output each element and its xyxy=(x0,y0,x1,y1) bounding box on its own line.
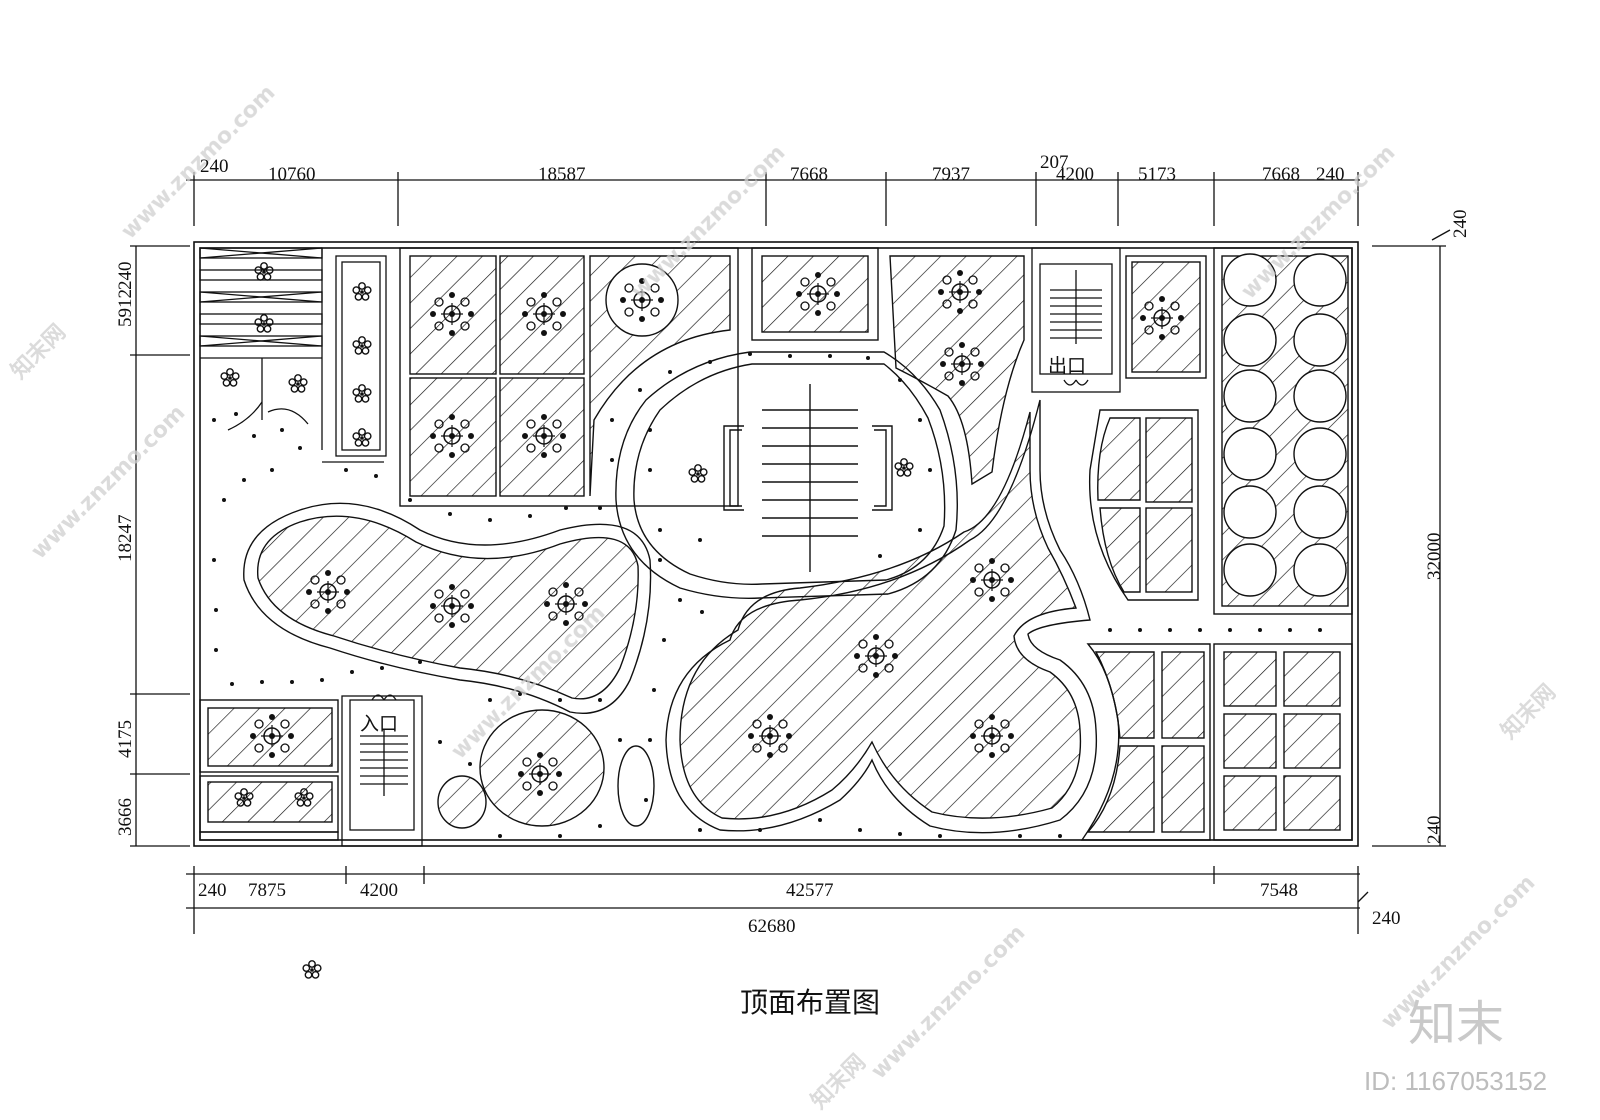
downlight-dots xyxy=(212,352,1322,838)
dim-left-4: 3666 xyxy=(115,798,136,836)
dim-top-0: 240 xyxy=(200,156,229,177)
dim-top-8: 7668 xyxy=(1262,164,1300,185)
watermark-text-6: www.znzmo.com xyxy=(867,920,1031,1084)
bottom-dimension-labels: 240 7875 4200 42577 7548 62680 240 xyxy=(198,880,1401,937)
right-dimension-labels: 240 32000 240 xyxy=(1424,210,1471,845)
entrance-stair xyxy=(341,694,423,847)
watermark-text-1: www.znzmo.com xyxy=(117,80,281,244)
exit-stair xyxy=(1031,247,1121,393)
central-hatched-ceiling xyxy=(665,399,1098,834)
dim-bottom-1: 7875 xyxy=(248,880,286,901)
drawing-title: 顶面布置图 xyxy=(740,986,880,1019)
dim-right-2: 240 xyxy=(1424,816,1445,845)
dim-top-6: 4200 xyxy=(1056,164,1094,185)
watermark-id: ID: 1167053152 xyxy=(1364,1066,1547,1096)
window-grid-panel-lower xyxy=(1080,643,1353,841)
watermark-brand-2: 知末网 xyxy=(1496,679,1561,744)
dim-top-3: 7668 xyxy=(790,164,828,185)
storage-strips xyxy=(199,247,387,463)
dim-top-2: 18587 xyxy=(538,164,586,185)
dim-top-5: 207 xyxy=(1040,152,1069,173)
dim-right-0: 240 xyxy=(1450,210,1471,239)
dim-corner-bottom-right: 240 xyxy=(1372,908,1401,929)
watermark-brand-3: 知末网 xyxy=(806,1049,871,1114)
window-grid-panel-upper xyxy=(1088,409,1199,601)
watermark-logo: 知末 xyxy=(1408,996,1504,1052)
exit-label: 出口 xyxy=(1048,355,1086,377)
dim-left-2: 18247 xyxy=(115,515,136,563)
bottom-ovals xyxy=(437,709,655,829)
round-light-panel xyxy=(1213,247,1353,615)
left-dimension-labels: 240 5912 18247 4175 3666 xyxy=(115,262,136,837)
watermark-brand-1: 知末网 xyxy=(6,319,71,384)
dim-total-width: 62680 xyxy=(748,916,796,937)
dimension-lines xyxy=(130,172,1451,934)
dim-top-4: 7937 xyxy=(932,164,970,185)
watermark-text-2: www.znzmo.com xyxy=(27,400,191,564)
dim-left-1: 5912 xyxy=(115,289,136,327)
dim-bottom-2: 4200 xyxy=(360,880,398,901)
dim-left-0: 240 xyxy=(115,262,136,291)
dim-top-9: 240 xyxy=(1316,164,1345,185)
left-organic-island xyxy=(243,502,652,714)
top-hatched-panels xyxy=(399,247,1207,507)
entrance-label: 入口 xyxy=(360,713,398,735)
dim-top-1: 10760 xyxy=(268,164,316,185)
dim-bottom-0: 240 xyxy=(198,880,227,901)
dim-top-7: 5173 xyxy=(1138,164,1176,185)
dim-bottom-4: 7548 xyxy=(1260,880,1298,901)
dim-right-1: 32000 xyxy=(1424,533,1445,581)
dim-bottom-3: 42577 xyxy=(786,880,834,901)
dim-left-3: 4175 xyxy=(115,720,136,758)
central-oval-ceiling xyxy=(615,351,958,599)
top-dimension-labels: 240 10760 18587 7668 7937 207 4200 5173 … xyxy=(200,152,1345,185)
bottom-left-rooms xyxy=(199,699,339,841)
